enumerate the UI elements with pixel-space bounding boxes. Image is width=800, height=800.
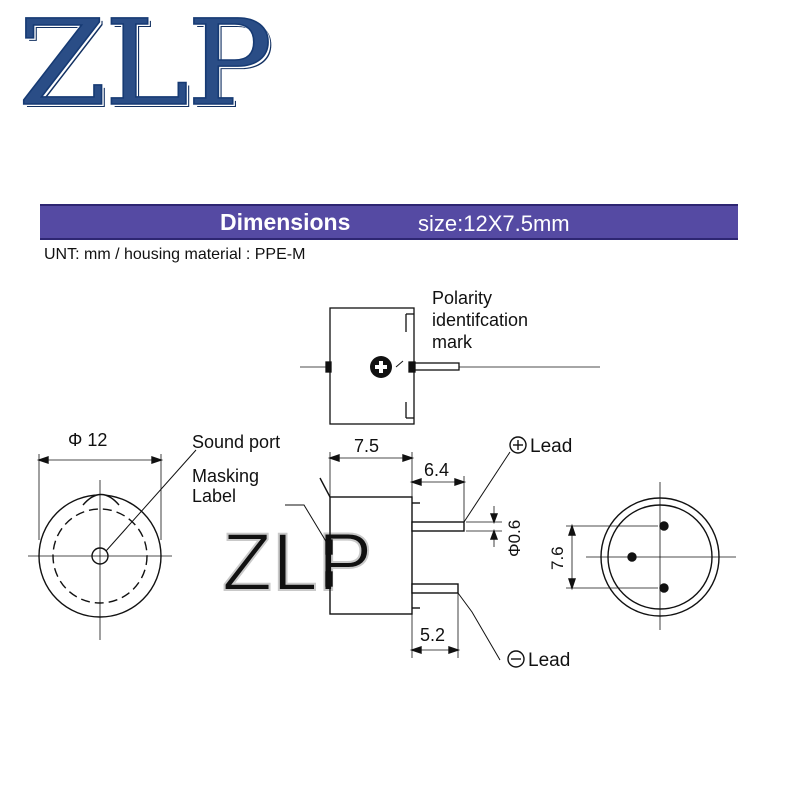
dim-5-2: 5.2 — [420, 625, 445, 645]
polarity-label-line2: identifcation — [432, 310, 528, 330]
masking-leader — [285, 504, 331, 549]
side-view — [319, 452, 502, 658]
top-view — [300, 307, 600, 425]
watermark: ZLP — [222, 517, 372, 608]
banner-title: Dimensions — [220, 209, 351, 235]
polarity-label-line1: Polarity — [432, 288, 492, 308]
masking-label-line2: Label — [192, 486, 236, 506]
bottom-view — [566, 482, 736, 630]
minus-lead-leader — [457, 592, 501, 661]
dimensions-banner: Dimensions size:12X7.5mm — [40, 204, 738, 240]
minus-lead-icon — [507, 650, 525, 668]
sound-port-leader — [105, 449, 197, 552]
dim-7-5: 7.5 — [354, 436, 379, 456]
dim-phi0-6: Φ0.6 — [505, 520, 524, 557]
plus-polarity-icon — [370, 356, 392, 378]
dim-phi12: Φ 12 — [68, 430, 107, 450]
units-material-line: UNT: mm / housing material : PPE-M — [44, 246, 306, 263]
front-view — [28, 454, 172, 640]
banner-size: size:12X7.5mm — [418, 211, 570, 236]
minus-lead-label: Lead — [528, 650, 570, 671]
dim-7-6: 7.6 — [548, 546, 567, 570]
plus-lead-icon — [509, 436, 527, 454]
plus-lead-label: Lead — [530, 436, 572, 457]
plus-lead-leader — [463, 451, 511, 523]
sound-port-label: Sound port — [192, 432, 280, 452]
polarity-label-line3: mark — [432, 332, 473, 352]
brand-logo: ZLP — [17, 0, 273, 132]
dim-6-4: 6.4 — [424, 460, 449, 480]
polarity-leader — [395, 360, 404, 368]
masking-label-line1: Masking — [192, 466, 259, 486]
